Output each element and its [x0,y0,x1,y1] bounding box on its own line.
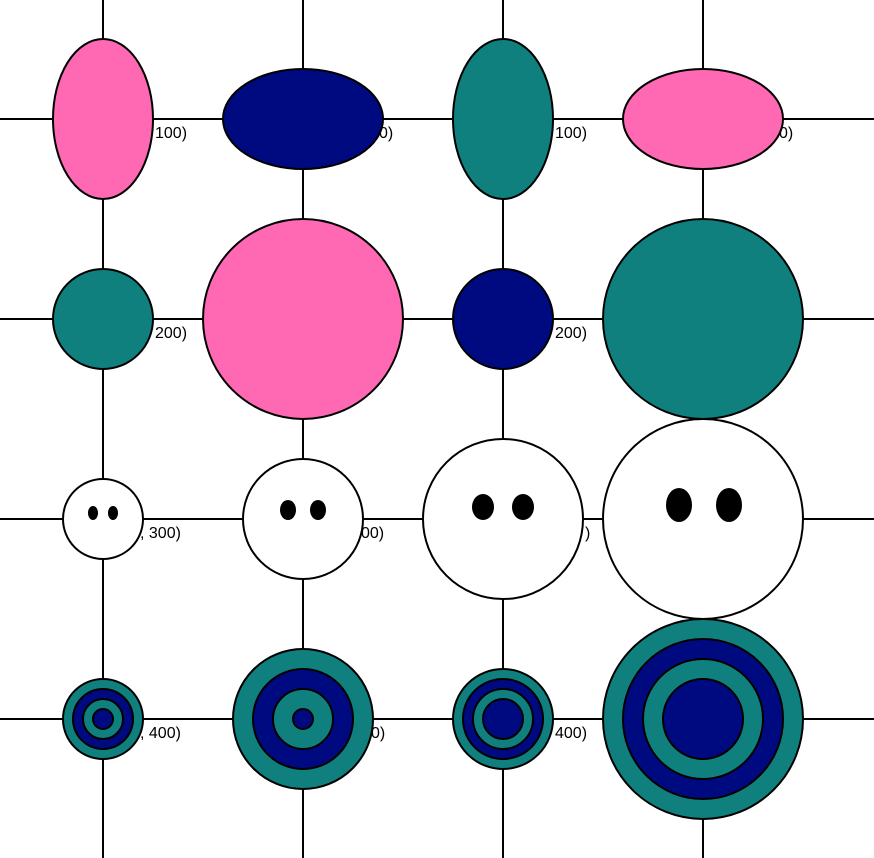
face-r3c1-head [62,478,144,560]
coord-label-r2c3: 200) [555,325,587,342]
face-r3c1-left-eye [88,506,98,520]
target-r4c4 [602,618,804,820]
coord-label-r4c1: , 400) [140,725,181,742]
face-r3c3-right-eye [512,494,534,520]
coord-label-r4c3: 400) [555,725,587,742]
face-r3c3-left-eye [472,494,494,520]
face-r3c3-head [422,438,584,600]
target-r4c2 [232,648,374,790]
target-r4c3-ring-4 [482,698,524,740]
coord-label-r1c4: 0) [779,125,793,142]
ellipse-r1c4-pink [622,68,784,170]
ellipse-r1c2-navy [222,68,384,170]
target-r4c1-ring-4 [92,708,114,730]
face-r3c2-right-eye [310,500,326,520]
face-r3c4-left-eye [666,488,692,522]
face-r3c4 [602,418,804,620]
coord-label-r3c3: ) [585,525,590,542]
row-3-faces [62,418,804,620]
face-r3c1 [62,478,144,560]
circle-r2c4-teal [602,218,804,420]
face-r3c4-right-eye [716,488,742,522]
coord-label-r1c1: 100) [155,125,187,142]
circle-r2c1-teal [52,268,154,370]
face-r3c2-left-eye [280,500,296,520]
face-r3c2 [242,458,364,580]
row-2-circles [52,218,804,420]
coord-label-r1c3: 100) [555,125,587,142]
circle-r2c3-navy [452,268,554,370]
circle-r2c2-pink [202,218,404,420]
face-r3c1-right-eye [108,506,118,520]
ellipse-r1c3-teal [452,38,554,200]
coord-label-r2c1: 200) [155,325,187,342]
coord-label-r3c1: , 300) [140,525,181,542]
target-r4c2-ring-4 [292,708,314,730]
target-r4c3 [452,668,554,770]
target-r4c1 [62,678,144,760]
coord-label-r1c2: 0) [379,125,393,142]
face-r3c4-head [602,418,804,620]
face-r3c2-head [242,458,364,580]
face-r3c3 [422,438,584,600]
target-r4c4-ring-4 [662,678,744,760]
coordinate-labels: 100) 0) 100) 0) 200) 200) , 300) 00) ) ,… [140,125,793,742]
coord-label-r3c2: 00) [361,525,384,542]
ellipse-r1c1-pink [52,38,154,200]
coord-label-r4c2: 0) [371,725,385,742]
row-4-targets [62,618,804,820]
row-1-ellipses [52,38,784,200]
